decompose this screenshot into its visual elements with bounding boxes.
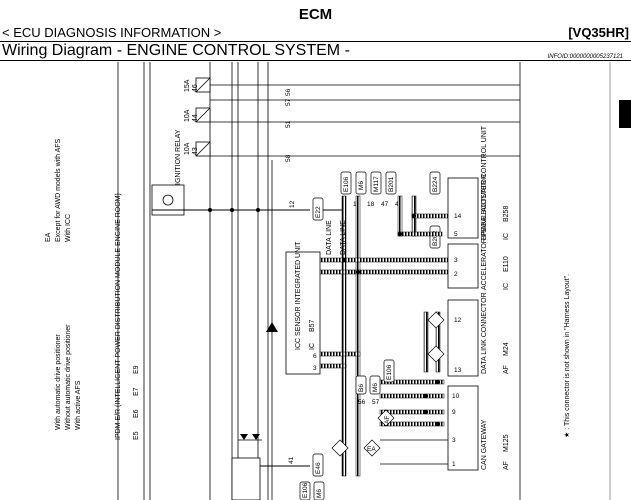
footnote: ★ : This connector is not shown in "Harn… (563, 274, 571, 438)
breadcrumb[interactable]: < ECU DIAGNOSIS INFORMATION > (2, 25, 222, 40)
svg-text:ICC SENSOR INTEGRATED UNIT: ICC SENSOR INTEGRATED UNIT (295, 241, 302, 350)
option-markers: EA AF (331, 409, 395, 457)
data-line-label-1: DATA LINE (326, 220, 333, 255)
svg-text:47: 47 (381, 201, 389, 208)
svg-text:AF: AF (384, 416, 391, 424)
pin-12: 12 (289, 200, 296, 208)
fuse-3-num: 43 (192, 147, 199, 155)
section-tab[interactable] (619, 100, 631, 128)
connector-e22: E22 (315, 206, 322, 218)
svg-text:B258: B258 (503, 206, 510, 222)
title-rule (0, 60, 631, 61)
fuse-2-num: 44 (192, 114, 199, 122)
ipdm-connector-e7: E7 (133, 387, 140, 396)
fuse-3-amp: 10A (184, 142, 191, 155)
svg-text:AF: AF (503, 365, 510, 374)
svg-text:12: 12 (454, 317, 462, 324)
svg-text:18: 18 (367, 201, 375, 208)
svg-text:3: 3 (452, 437, 456, 444)
svg-text:AF: AF (503, 461, 510, 470)
icc-sensor-unit: ICC SENSOR INTEGRATED UNIT IC B57 6 3 (266, 241, 321, 375)
info-id: INFOID:0000000005237121 (547, 54, 623, 60)
can-gateway: 10 9 3 1 CAN GATEWAY AF M125 (380, 385, 510, 471)
pin-58: 58 (285, 154, 292, 162)
header-rule (0, 41, 631, 42)
svg-text:M117: M117 (373, 176, 380, 192)
ipdm-name: IPDM E/R (INTELLIGENT POWER DISTRIBUTION… (115, 193, 122, 440)
svg-text:E106: E106 (343, 176, 350, 192)
svg-text:BRAKE BOOSTER CONTROL UNIT: BRAKE BOOSTER CONTROL UNIT (481, 125, 488, 240)
svg-text:★ : This connector is not show: ★ : This connector is not shown in "Harn… (563, 274, 571, 438)
data-line-wires: DATA LINE DATA LINE (319, 195, 449, 477)
svg-text:56: 56 (358, 399, 366, 406)
ipdm-connector-e5: E5 (133, 431, 140, 440)
svg-text:CAN GATEWAY: CAN GATEWAY (481, 419, 488, 470)
page-title: Wiring Diagram - ENGINE CONTROL SYSTEM - (2, 42, 350, 59)
svg-text:E110: E110 (503, 256, 510, 272)
ipdm-connector-e9: E9 (133, 365, 140, 374)
svg-text:E106: E106 (386, 364, 393, 380)
svg-text:M6: M6 (358, 181, 365, 190)
pin-56: 56 (285, 88, 292, 96)
svg-text:9: 9 (452, 409, 456, 416)
ipdm-connector-e6: E6 (133, 409, 140, 418)
ignition-relay-label: IGNITION RELAY (175, 129, 182, 185)
legend-item-pw: With automatic drive positioner (55, 334, 62, 430)
svg-text:E106: E106 (302, 482, 309, 498)
svg-text:B201: B201 (388, 176, 395, 192)
legend-item-ic: With ICC (65, 214, 72, 242)
legend-code-ea: EA (45, 232, 52, 242)
fuse-1-num: 46 (192, 84, 199, 92)
fuse-2-amp: 10A (184, 109, 191, 122)
svg-text:IC: IC (503, 283, 510, 290)
ipdm-er: IPDM E/R (INTELLIGENT POWER DISTRIBUTION… (115, 62, 273, 500)
model-code: [VQ35HR] (568, 25, 629, 40)
pin-51: 51 (285, 120, 292, 128)
legend-item-xp: Without automatic drive positioner (65, 324, 72, 430)
svg-text:2: 2 (454, 271, 458, 278)
svg-text:EA: EA (367, 446, 376, 453)
svg-text:E46: E46 (315, 462, 322, 474)
data-line-label-2: DATA LINE (340, 220, 347, 255)
svg-text:10: 10 (452, 393, 460, 400)
svg-text:B224: B224 (432, 176, 439, 192)
svg-text:IC: IC (309, 343, 316, 350)
svg-text:41: 41 (288, 456, 295, 464)
svg-text:M6: M6 (316, 489, 323, 498)
svg-text:IC: IC (503, 233, 510, 240)
svg-text:3: 3 (313, 365, 317, 372)
fuse-1-amp: 15A (184, 79, 191, 92)
svg-text:B57: B57 (309, 319, 316, 332)
connector-tags: E106 M6 M117 B201 B224 B202 17 18 47 48 (340, 171, 441, 249)
mid-connector-tags: B6 M6 E106 56 57 (355, 359, 395, 406)
fuses: 15A 46 10A 44 10A 43 56 57 51 58 (184, 77, 520, 162)
svg-text:DATA LINK CONNECTOR: DATA LINK CONNECTOR (481, 292, 488, 374)
data-link-connector: 12 13 DATA LINK CONNECTOR AF M24 (427, 292, 510, 377)
svg-text:ACCELERATOR PEDAL ACTUATOR: ACCELERATOR PEDAL ACTUATOR (481, 174, 488, 290)
svg-text:3: 3 (454, 257, 458, 264)
svg-text:5: 5 (454, 231, 458, 238)
svg-text:B202: B202 (432, 230, 439, 246)
svg-text:13: 13 (454, 367, 462, 374)
accelerator-pedal-actuator: 3 2 ACCELERATOR PEDAL ACTUATOR IC E110 (447, 174, 510, 290)
svg-text:57: 57 (372, 399, 380, 406)
svg-text:14: 14 (454, 213, 462, 220)
svg-text:M6: M6 (372, 383, 379, 392)
legend-item-af: With active AFS (75, 380, 82, 430)
svg-text:6: 6 (313, 353, 317, 360)
legend: Except for AWD models with AFS EA With I… (45, 138, 82, 430)
bottom-relay-block: 41 E46 E106 M6 (231, 434, 325, 500)
svg-text:1: 1 (452, 461, 456, 468)
pin-57: 57 (285, 98, 292, 106)
ignition-relay: IGNITION RELAY (151, 129, 185, 216)
svg-text:M24: M24 (503, 342, 510, 356)
header-ecm-title: ECM (298, 6, 333, 23)
brake-booster-unit: 14 5 BRAKE BOOSTER CONTROL UNIT IC B258 (447, 125, 510, 240)
legend-item-ea: Except for AWD models with AFS (55, 138, 62, 242)
svg-text:B6: B6 (358, 384, 365, 392)
svg-text:M125: M125 (503, 434, 510, 452)
